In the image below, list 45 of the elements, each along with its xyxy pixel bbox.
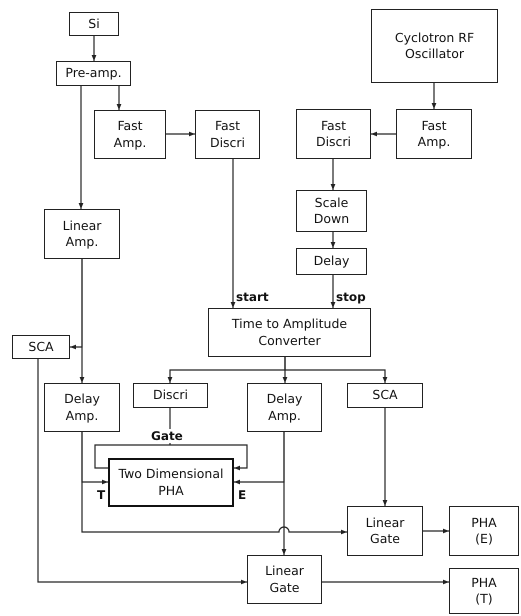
process-box: Linear Amp.: [44, 209, 120, 259]
arrow: [81, 432, 347, 534]
arrow: [322, 580, 449, 584]
input-label: T: [97, 488, 106, 502]
process-box: SCA: [347, 383, 423, 408]
arrow: [330, 159, 336, 190]
process-box: Pre-amp.: [56, 61, 131, 86]
process-box: Linear Gate: [247, 555, 322, 604]
process-box: Scale Down: [296, 190, 367, 232]
arrow: [382, 408, 388, 506]
arrow: [94, 407, 248, 470]
process-box: Discri: [133, 383, 208, 408]
process-box: Fast Discri: [195, 110, 260, 159]
arrow: [282, 432, 286, 555]
signal-label: start: [236, 290, 269, 304]
arrow: [284, 357, 388, 383]
process-box: SCA: [12, 335, 70, 359]
arrow: [166, 132, 195, 136]
process-box: Fast Amp.: [94, 110, 166, 159]
arrow: [371, 132, 396, 136]
process-box: Delay Amp.: [247, 383, 322, 432]
process-box: Si: [69, 12, 119, 36]
process-box: Linear Gate: [347, 506, 423, 556]
process-box: Two Dimensional PHA: [108, 458, 234, 507]
arrow: [330, 232, 336, 248]
process-box: Fast Amp.: [396, 109, 472, 159]
arrow: [432, 83, 436, 109]
process-box: PHA (T): [449, 568, 519, 614]
arrow: [37, 359, 247, 584]
process-box: Delay: [296, 248, 367, 275]
arrow: [230, 159, 236, 308]
arrow: [70, 259, 83, 350]
process-box: Cyclotron RF Oscillator: [371, 9, 498, 83]
process-box: Fast Discri: [296, 109, 371, 159]
signal-label: stop: [336, 290, 366, 304]
process-box: PHA (E): [449, 506, 519, 556]
arrow: [78, 86, 84, 209]
arrow: [330, 275, 336, 308]
process-box: Time to Amplitude Converter: [208, 308, 371, 357]
process-box: Delay Amp.: [44, 383, 120, 432]
arrow: [116, 86, 122, 110]
edge-label: Gate: [150, 429, 184, 443]
input-label: E: [238, 488, 246, 502]
arrow: [92, 36, 96, 61]
arrow: [423, 528, 449, 534]
